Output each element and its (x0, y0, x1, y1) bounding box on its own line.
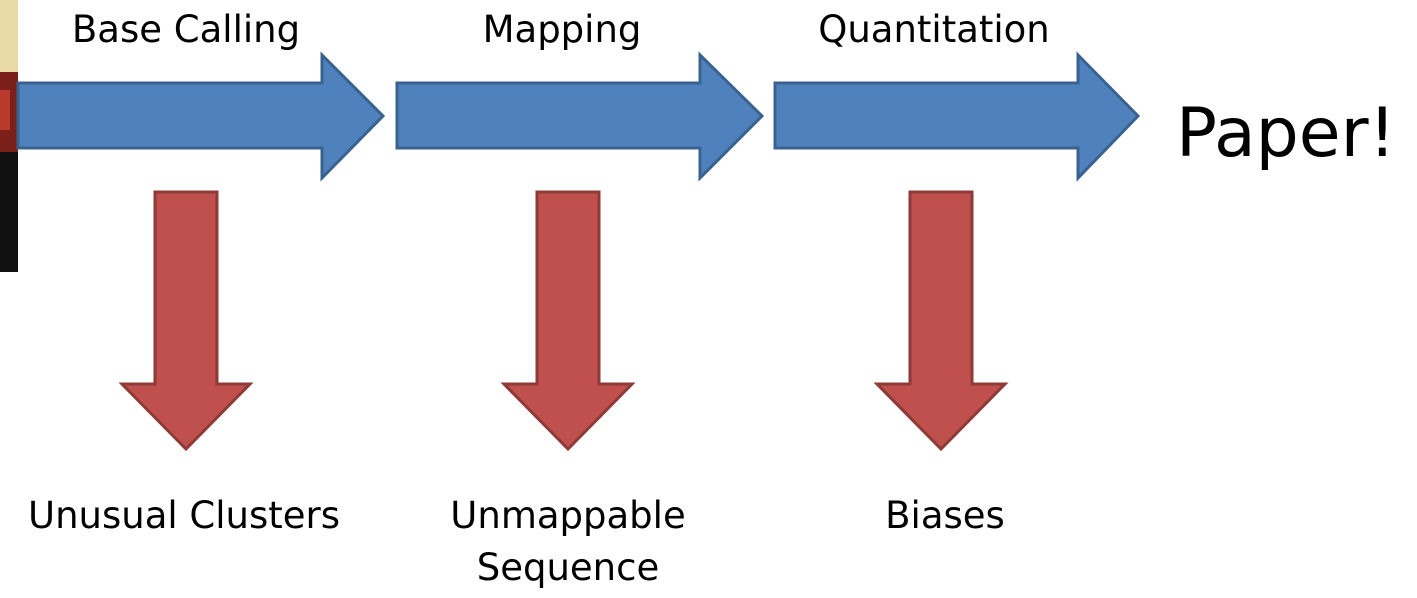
issue-label-base-calling: Unusual Clusters (14, 490, 354, 542)
issue-line: Biases (885, 494, 1005, 537)
stage-arrow-mapping (395, 51, 765, 182)
stage-label-mapping: Mapping (482, 8, 642, 51)
photo-fragment (0, 0, 18, 272)
stage-label-quantitation: Quantitation (818, 8, 1050, 51)
issue-arrow-quantitation (873, 190, 1009, 452)
issue-label-quantitation: Biases (855, 490, 1035, 542)
stage-arrow-base-calling (16, 51, 386, 182)
issue-line: Unmappable (450, 494, 686, 537)
issue-line: Sequence (476, 546, 660, 589)
issue-arrow-base-calling (118, 190, 254, 452)
final-result-label: Paper! (1176, 94, 1396, 173)
issue-arrow-mapping (500, 190, 636, 452)
stage-label-base-calling: Base Calling (71, 8, 301, 51)
issue-label-mapping: Unmappable Sequence (428, 490, 708, 594)
issue-line: Unusual Clusters (27, 494, 341, 537)
stage-arrow-quantitation (773, 51, 1141, 182)
